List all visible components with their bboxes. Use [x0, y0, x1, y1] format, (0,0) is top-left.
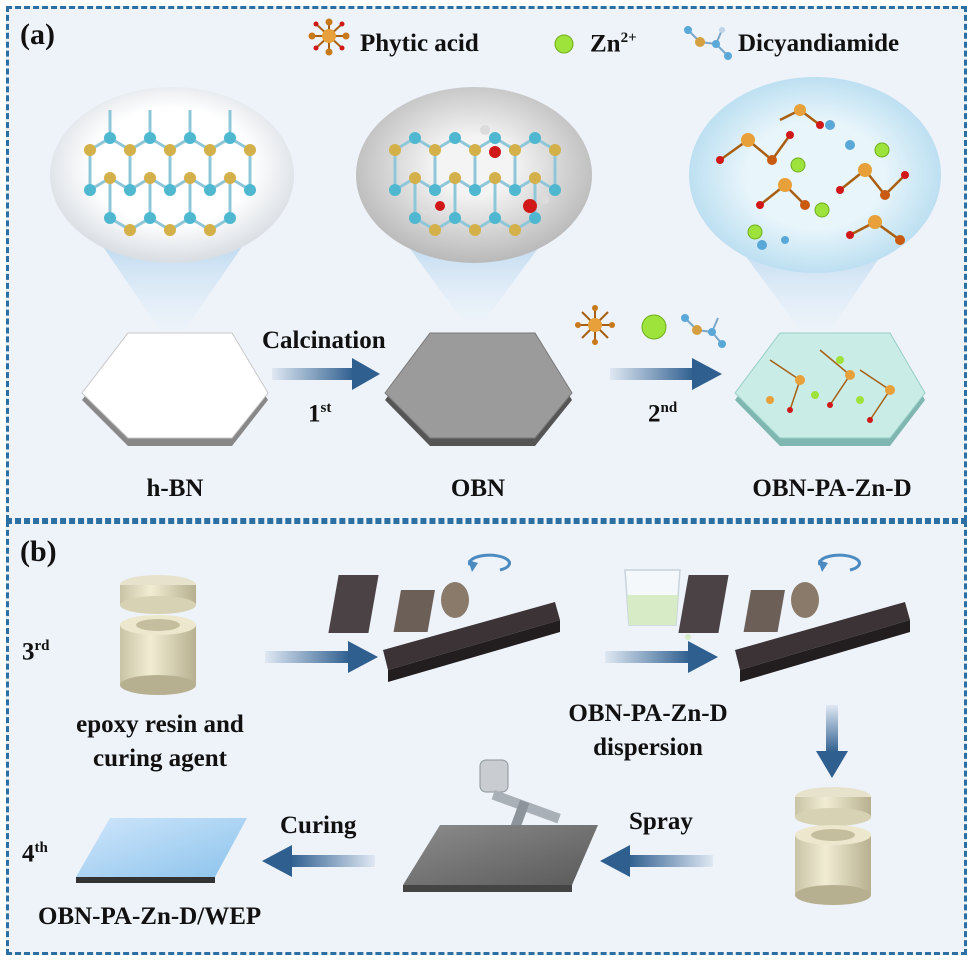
arrow-to-mixer: [265, 641, 378, 673]
final-coating-label: OBN-PA-Zn-D/WEP: [38, 903, 262, 930]
hbn-hexagon-flake: [81, 332, 269, 446]
legend-phytic-acid: Phytic acid: [360, 30, 479, 57]
step4-label: 4th: [22, 840, 48, 868]
panel-b-label: (b): [20, 535, 57, 568]
calcination-label: Calcination: [262, 327, 386, 354]
epoxy-container-icon: [120, 575, 196, 695]
dicyandiamide-legend-icon: [684, 26, 732, 60]
spray-gun-icon: [479, 759, 561, 830]
step2-label: 2nd: [648, 400, 678, 428]
coated-steel-plate: [403, 825, 598, 892]
obn-pa-zn-d-hexagon-flake: [734, 332, 926, 446]
panel-a-label: (a): [20, 18, 55, 51]
obn-pa-zn-d-bubble: [689, 77, 941, 330]
spray-label: Spray: [629, 808, 693, 835]
arrow-add-dispersion: [605, 641, 718, 673]
mixer-machine-1: [328, 553, 560, 682]
curing-label: Curing: [280, 812, 357, 839]
beaker-icon: [624, 569, 691, 640]
dispersion-label-line2: dispersion: [593, 734, 703, 761]
arrow-curing: [262, 845, 375, 877]
hbn-label: h-BN: [146, 475, 204, 502]
zinc-ion-legend-icon: [554, 34, 574, 54]
arrow-spray: [600, 845, 713, 877]
legend-zinc-ion: Zn2+: [590, 30, 637, 58]
resin-label-line1: epoxy resin and: [76, 711, 244, 738]
resin-label-line2: curing agent: [92, 745, 228, 772]
mixed-container-icon: [795, 787, 871, 905]
arrow-calcination: [272, 358, 380, 390]
obn-pa-zn-d-label: OBN-PA-Zn-D: [752, 475, 912, 502]
obn-lattice-bubble: [356, 87, 592, 320]
arrow-step2: [610, 358, 722, 390]
mixer-machine-2: [678, 553, 910, 682]
step2-reactants-icon: [575, 305, 726, 348]
dispersion-label-line1: OBN-PA-Zn-D: [568, 700, 728, 727]
legend-dicyandiamide: Dicyandiamide: [738, 30, 900, 57]
step3-label: 3rd: [22, 638, 50, 666]
arrow-down-to-container: [816, 705, 848, 778]
phytic-acid-legend-icon: [308, 18, 350, 56]
obn-hexagon-flake: [384, 332, 573, 446]
obn-label: OBN: [450, 475, 506, 502]
hbn-lattice-bubble: [50, 87, 294, 330]
step1-label: 1st: [308, 400, 332, 428]
cured-coating-plate: [76, 818, 247, 883]
